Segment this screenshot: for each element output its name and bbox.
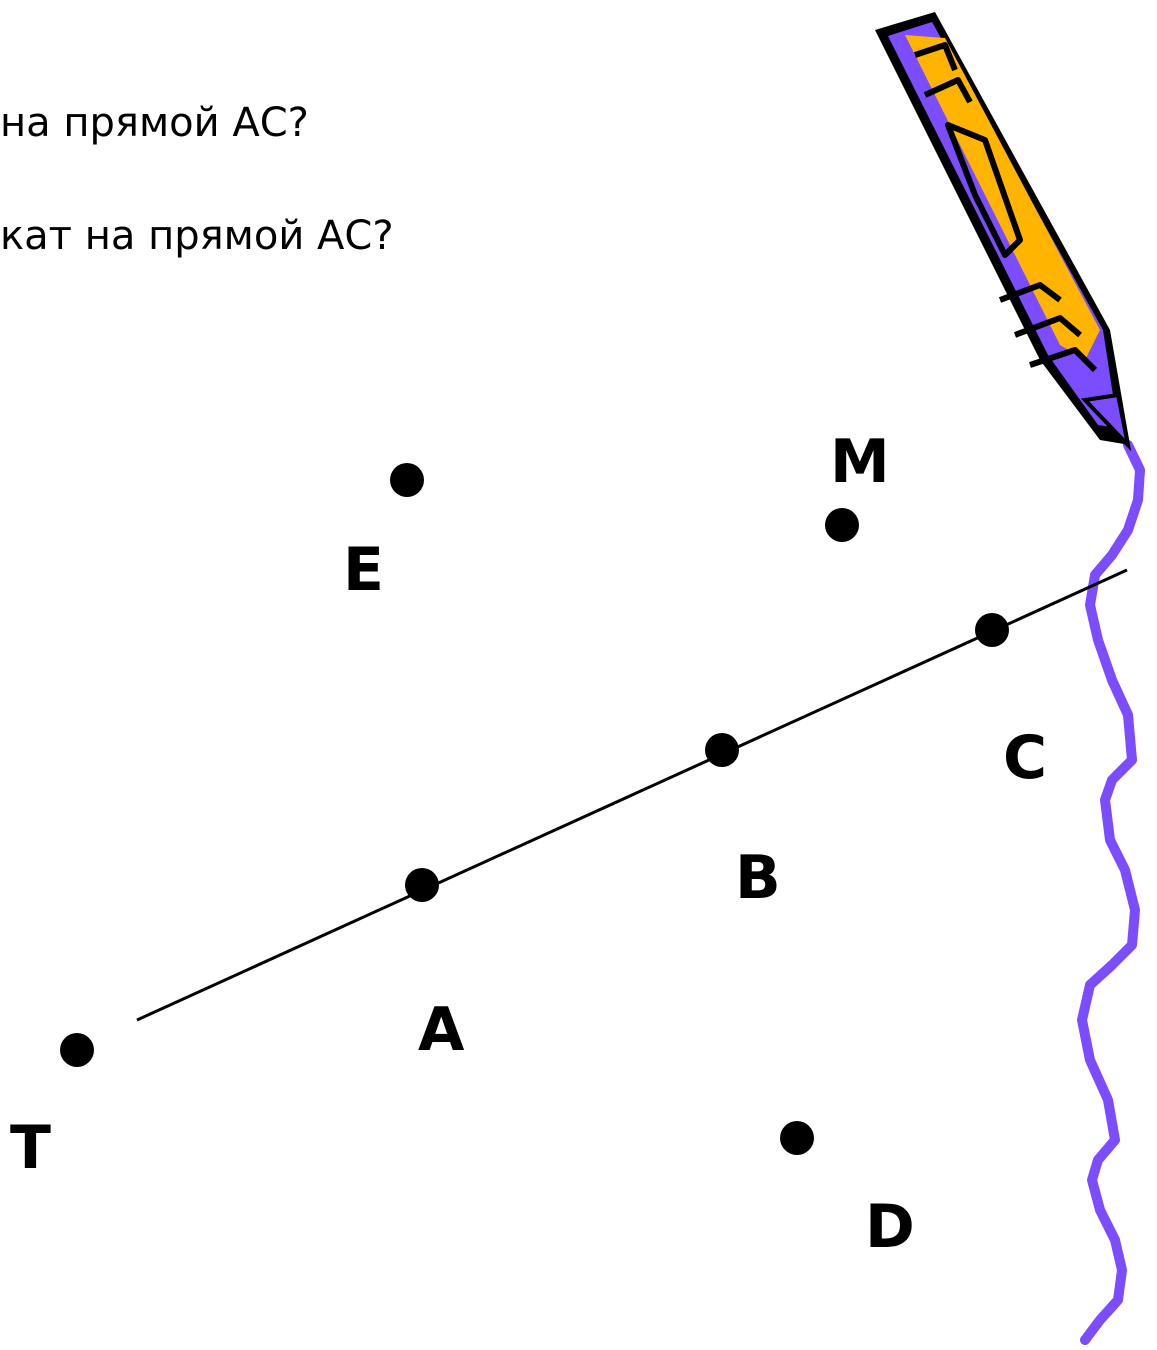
label-D: D [865, 1192, 915, 1262]
pencil-icon [875, 12, 1132, 452]
label-B: B [735, 843, 781, 913]
label-E: E [343, 535, 384, 605]
label-T: T [10, 1113, 51, 1183]
point-E [390, 463, 424, 497]
label-M: M [830, 427, 890, 497]
point-B [705, 733, 739, 767]
point-C [975, 613, 1009, 647]
point-D [780, 1121, 814, 1155]
label-A: A [418, 995, 465, 1065]
line-AC [136, 568, 1128, 1022]
point-M [825, 508, 859, 542]
question-2: кат на прямой АС? [0, 213, 394, 259]
scribble-line [1077, 440, 1145, 1345]
point-A [405, 868, 439, 902]
label-C: C [1003, 723, 1047, 793]
question-1: на прямой АС? [0, 100, 309, 146]
point-T [60, 1033, 94, 1067]
